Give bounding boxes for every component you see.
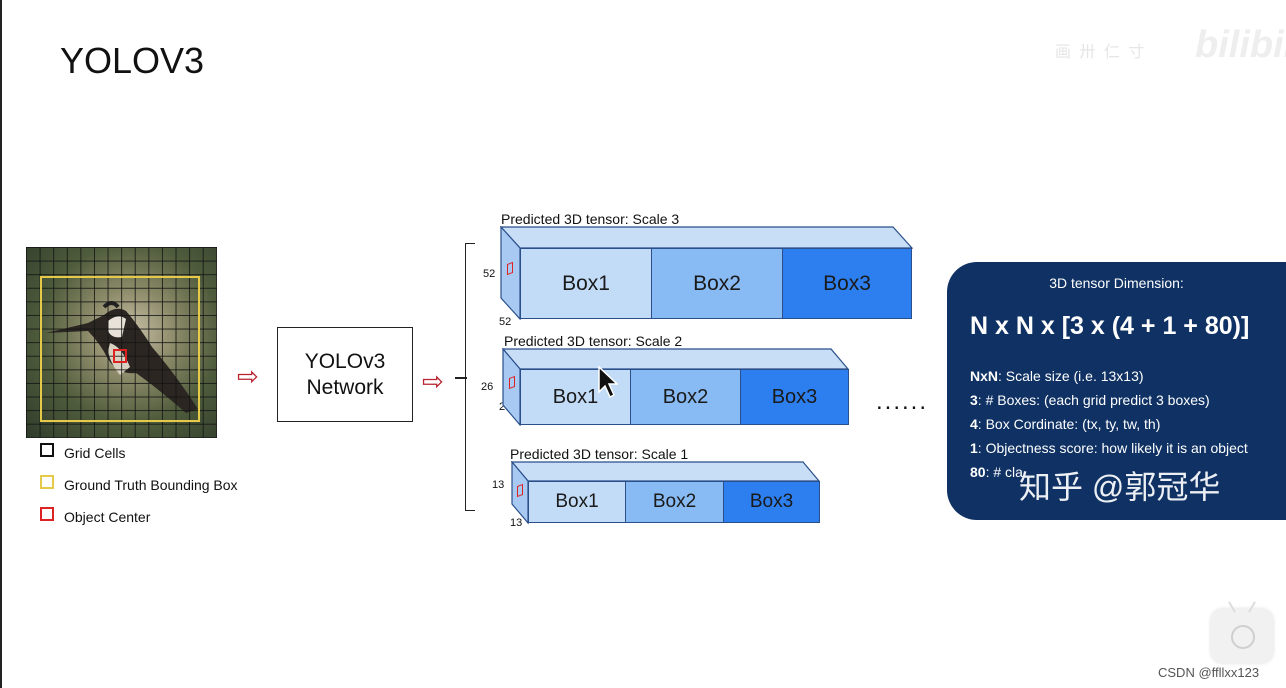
panel-line-key: NxN <box>970 368 999 384</box>
scale-2-box3: Box3 <box>741 370 848 424</box>
scale-2-box2: Box2 <box>631 370 741 424</box>
bird-grid-image <box>26 247 217 438</box>
mouse-cursor-icon <box>598 366 618 398</box>
scale-1-box1: Box1 <box>529 482 626 522</box>
panel-line-key: 3 <box>970 392 978 408</box>
bracket-tick <box>455 377 467 379</box>
scale-2-side-dim: 26 <box>481 381 494 393</box>
scale-1-box3: Box3 <box>724 482 819 522</box>
scale-3-box3: Box3 <box>783 249 911 318</box>
scale-3-tensor-front: Box1 Box2 Box3 <box>520 248 912 319</box>
window-left-border <box>0 0 2 688</box>
panel-line-boxes: 3: # Boxes: (each grid predict 3 boxes) <box>970 392 1210 408</box>
right-arrow-icon: ⇨ <box>422 366 444 396</box>
panel-line-text: : # cla <box>985 464 1023 480</box>
bilibili-logo: bilibili <box>1195 24 1286 66</box>
scale-1-red-cell <box>517 483 523 498</box>
panel-line-objectness: 1: Objectness score: how likely it is an… <box>970 440 1248 456</box>
scale-3-tensor-shape <box>500 226 914 320</box>
panel-title: 3D tensor Dimension: <box>1049 275 1184 291</box>
panel-line-text: : Scale size (i.e. 13x13) <box>998 368 1144 384</box>
scale-2-red-cell <box>509 375 515 390</box>
object-center-swatch <box>40 507 54 521</box>
scale-3-box1: Box1 <box>521 249 652 318</box>
right-arrow-icon: ⇨ <box>237 361 259 391</box>
scale-3-box2: Box2 <box>652 249 783 318</box>
play-circle-icon <box>1231 625 1255 649</box>
scale-3-title: Predicted 3D tensor: Scale 3 <box>501 211 680 227</box>
panel-formula: N x N x [3 x (4 + 1 + 80)] <box>970 312 1250 340</box>
panel-line-key: 4 <box>970 416 978 432</box>
scale-1-box2: Box2 <box>626 482 724 522</box>
panel-line-text: : # Boxes: (each grid predict 3 boxes) <box>977 392 1210 408</box>
grid-cells-swatch <box>40 443 54 457</box>
top-right-watermark-text: 画 卅 仁 寸 <box>1055 44 1147 61</box>
scale-1-tensor-front: Box1 Box2 Box3 <box>528 481 820 523</box>
scale-1-side-dim: 13 <box>492 479 505 491</box>
zhihu-watermark: 知乎 @郭冠华 <box>1019 469 1221 505</box>
panel-line-text: : Objectness score: how likely it is an … <box>977 440 1248 456</box>
scale-3-bottom-dim: 52 <box>499 316 512 328</box>
more-scales-ellipsis: ...... <box>876 388 929 415</box>
play-button[interactable] <box>1211 609 1273 663</box>
panel-line-key: 1 <box>970 440 978 456</box>
legend-label: Ground Truth Bounding Box <box>64 477 238 493</box>
slide-title: YOLOV3 <box>60 40 205 81</box>
panel-line-classes: 80: # cla <box>970 464 1023 480</box>
object-center-box <box>113 349 127 363</box>
panel-line-coordinate: 4: Box Cordinate: (tx, ty, tw, th) <box>970 416 1160 432</box>
yolov3-network-box: YOLOv3 Network <box>277 327 413 422</box>
scale-3-red-cell <box>507 261 513 276</box>
scale-2-tensor-front: Box1 Box2 Box3 <box>520 369 849 425</box>
scale-3-side-dim: 52 <box>483 268 496 280</box>
ground-truth-bounding-box <box>40 276 200 422</box>
ground-truth-swatch <box>40 475 54 489</box>
scale-2-title: Predicted 3D tensor: Scale 2 <box>504 333 683 349</box>
legend-label: Object Center <box>64 509 151 525</box>
panel-line-key: 80 <box>970 464 986 480</box>
scale-1-title: Predicted 3D tensor: Scale 1 <box>510 446 689 462</box>
grid-cells-overlay <box>26 247 217 438</box>
legend-label: Grid Cells <box>64 445 126 461</box>
csdn-watermark: CSDN @ffllxx123 <box>1158 665 1260 680</box>
scale-2-tensor-shape <box>502 348 850 426</box>
tensor-dimension-panel: 3D tensor Dimension: N x N x [3 x (4 + 1… <box>947 262 1286 520</box>
panel-line-nxn: NxN: Scale size (i.e. 13x13) <box>970 368 1144 384</box>
scale-2-bottom-dim: 2 <box>499 401 506 413</box>
scale-1-bottom-dim: 13 <box>510 517 523 529</box>
panel-line-text: : Box Cordinate: (tx, ty, tw, th) <box>977 416 1161 432</box>
